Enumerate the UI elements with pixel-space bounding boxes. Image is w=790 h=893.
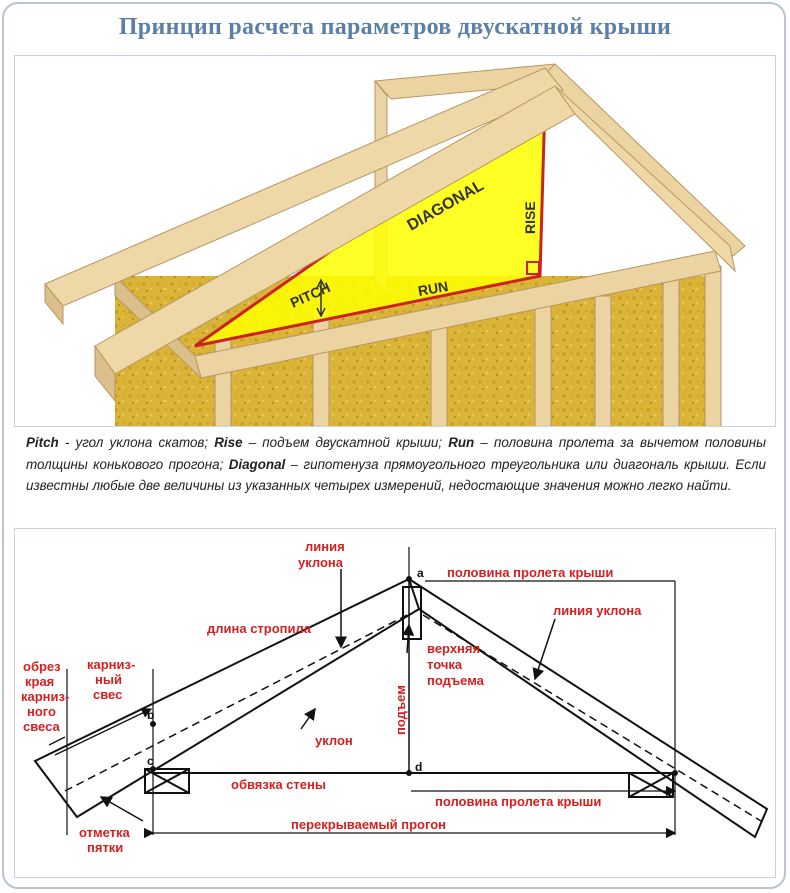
term-pitch: Pitch xyxy=(26,435,59,450)
point-c-label: c xyxy=(147,754,154,768)
page-title: Принцип расчета параметров двускатной кр… xyxy=(118,14,672,40)
label-cut-1: обрез xyxy=(23,659,61,674)
label-rafter-length: длина стропила xyxy=(207,621,312,636)
slope-lines xyxy=(64,614,762,822)
label-span: перекрываемый прогон xyxy=(291,817,446,832)
label-cut-3: карниз- xyxy=(21,689,69,704)
label-cut-2: края xyxy=(25,674,54,689)
point-d-label: d xyxy=(415,760,422,774)
roof-illustration: DIAGONAL RISE PITCH RUN xyxy=(44,63,746,426)
pitch-arrow xyxy=(316,278,326,318)
ridge-board xyxy=(402,586,422,640)
label-cut-4: ного xyxy=(27,704,56,719)
rafter-drawing: a b c d линия уклона половина пролета кр… xyxy=(21,539,769,855)
label-slope-line-top-2: уклона xyxy=(298,555,344,570)
label-rise: RISE xyxy=(522,201,538,234)
label-pitch: уклон xyxy=(315,733,353,748)
label-cut-5: свеса xyxy=(23,719,60,734)
rafter-outlines xyxy=(33,577,769,839)
label-top-point-3: подъема xyxy=(427,673,485,688)
leader-arrows xyxy=(99,569,556,822)
label-overhang-3: свес xyxy=(93,687,122,702)
rafter-drawing-panel: a b c d линия уклона половина пролета кр… xyxy=(14,528,776,878)
label-overhang-2: ный xyxy=(95,672,122,687)
label-top-point-1: верхняя xyxy=(427,641,480,656)
label-rise-vertical: подъем xyxy=(393,685,408,735)
label-slope-line-right: линия уклона xyxy=(553,603,642,618)
label-half-span-top: половина пролета крыши xyxy=(447,565,613,580)
roof-illustration-panel: DIAGONAL RISE PITCH RUN xyxy=(14,55,776,427)
point-b-label: b xyxy=(147,708,154,722)
label-wall-plate: обвязка стены xyxy=(231,777,326,792)
dimension-lines xyxy=(48,708,677,839)
point-a-label: a xyxy=(417,566,424,580)
label-top-point-2: точка xyxy=(427,657,463,672)
points xyxy=(150,576,678,776)
wall-plates xyxy=(144,768,674,798)
right-angle-mark xyxy=(526,261,540,275)
description-text: Pitch - угол уклона скатов; Rise – подъе… xyxy=(26,435,766,493)
label-overhang-1: карниз- xyxy=(87,657,135,672)
rafter-front-right xyxy=(554,85,736,273)
term-run: Run xyxy=(448,435,475,450)
label-heel-1: отметка xyxy=(79,825,131,840)
label-half-span-bottom: половина пролета крыши xyxy=(435,794,601,809)
label-heel-2: пятки xyxy=(87,840,123,855)
label-run: RUN xyxy=(417,278,450,299)
term-diagonal: Diagonal xyxy=(228,456,286,472)
term-rise: Rise xyxy=(214,435,243,450)
label-slope-line-top-1: линия xyxy=(305,539,345,554)
